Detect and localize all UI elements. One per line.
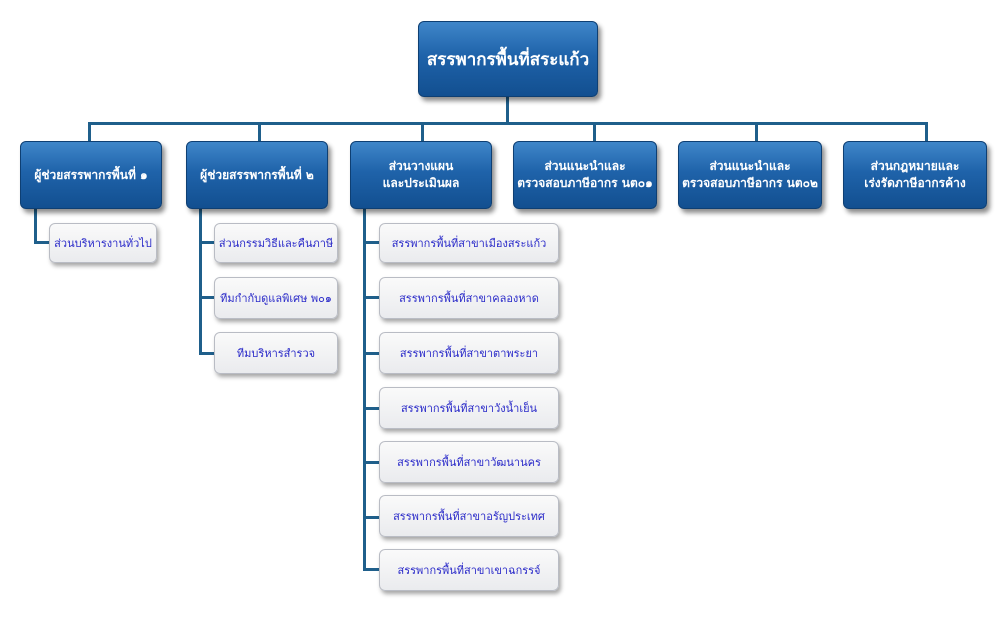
- level1-node-label-line-2: ตรวจสอบภาษีอากร นต๐๑: [517, 176, 653, 190]
- connector-l1-1: [88, 122, 91, 143]
- connector-col2-child-3: [199, 352, 215, 355]
- child-node-label: ทีมบริหารสำรวจ: [236, 347, 316, 360]
- connector-l1-5: [755, 122, 758, 143]
- level1-node-label: ผู้ช่วยสรรพากรพื้นที่ ๑: [34, 167, 148, 182]
- connector-l1-2: [258, 122, 261, 143]
- child-node-branch-mueang-sakaeo: สรรพากรพื้นที่สาขาเมืองสระแก้ว: [379, 223, 559, 263]
- connector-col3-child-5: [363, 461, 380, 464]
- child-node-label: สรรพากรพื้นที่สาขาเขาฉกรรจ์: [397, 564, 541, 577]
- child-node-branch-ta-phraya: สรรพากรพื้นที่สาขาตาพระยา: [379, 332, 559, 374]
- level1-node-audit-01: ส่วนแนะนำและ ตรวจสอบภาษีอากร นต๐๑: [513, 141, 657, 209]
- child-node-branch-khlong-hat: สรรพากรพื้นที่สาขาคลองหาด: [379, 277, 559, 319]
- level1-node-label-line-2: และประเมินผล: [382, 176, 460, 190]
- child-node-survey-team: ทีมบริหารสำรวจ: [214, 332, 338, 374]
- connector-l1-6: [925, 122, 928, 143]
- child-node-label: สรรพากรพื้นที่สาขาวัฒนานคร: [397, 456, 541, 469]
- connector-col3-child-2: [363, 296, 380, 299]
- level1-node-label-line-1: ส่วนกฎหมายและ: [870, 159, 960, 173]
- child-node-label: ทีมกำกับดูแลพิเศษ พ๐๑: [220, 292, 332, 305]
- level1-node-audit-02: ส่วนแนะนำและ ตรวจสอบภาษีอากร นต๐๒: [678, 141, 822, 209]
- connector-l1-4: [593, 122, 596, 143]
- connector-col1-vertical: [34, 205, 37, 243]
- connector-col3-child-7: [363, 568, 380, 571]
- connector-col3-child-4: [363, 407, 380, 410]
- connector-col3-child-3: [363, 352, 380, 355]
- connector-col3-vertical: [363, 205, 366, 570]
- child-node-label: สรรพากรพื้นที่สาขาคลองหาด: [399, 292, 539, 305]
- connector-col3-child-6: [363, 516, 380, 519]
- child-node-general-admin: ส่วนบริหารงานทั่วไป: [49, 223, 157, 263]
- level1-node-assistant-2: ผู้ช่วยสรรพากรพื้นที่ ๒: [186, 141, 328, 209]
- level1-node-planning: ส่วนวางแผน และประเมินผล: [350, 141, 492, 209]
- connector-root-down: [506, 97, 509, 124]
- level1-node-assistant-1: ผู้ช่วยสรรพากรพื้นที่ ๑: [20, 141, 162, 209]
- connector-horizontal-bus: [88, 122, 928, 125]
- child-node-branch-wang-nam-yen: สรรพากรพื้นที่สาขาวังน้ำเย็น: [379, 387, 559, 429]
- connector-col2-child-2: [199, 296, 215, 299]
- child-node-label: ส่วนกรรมวิธีและคืนภาษี: [218, 237, 334, 250]
- level1-node-label: ผู้ช่วยสรรพากรพื้นที่ ๒: [200, 167, 314, 182]
- child-node-branch-watthana-nakhon: สรรพากรพื้นที่สาขาวัฒนานคร: [379, 441, 559, 483]
- level1-node-label-line-2: เร่งรัดภาษีอากรค้าง: [864, 176, 966, 190]
- child-node-label: สรรพากรพื้นที่สาขาวังน้ำเย็น: [400, 402, 538, 415]
- root-node-label: สรรพากรพื้นที่สระแก้ว: [426, 49, 590, 70]
- child-node-label: สรรพากรพื้นที่สาขาตาพระยา: [399, 347, 539, 360]
- connector-l1-3: [421, 122, 424, 143]
- level1-node-label-line-1: ส่วนแนะนำและ: [544, 159, 626, 173]
- child-node-label: สรรพากรพื้นที่สาขาอรัญประเทศ: [393, 510, 545, 523]
- root-node: สรรพากรพื้นที่สระแก้ว: [418, 21, 598, 97]
- connector-col3-child-1: [363, 241, 380, 244]
- child-node-special-team: ทีมกำกับดูแลพิเศษ พ๐๑: [214, 277, 338, 319]
- connector-col2-child-1: [199, 241, 215, 244]
- level1-node-label-line-2: ตรวจสอบภาษีอากร นต๐๒: [682, 176, 818, 190]
- child-node-branch-khao-chakan: สรรพากรพื้นที่สาขาเขาฉกรรจ์: [379, 549, 559, 591]
- level1-node-label-line-1: ส่วนแนะนำและ: [709, 159, 791, 173]
- connector-col2-vertical: [199, 205, 202, 355]
- level1-node-label-line-1: ส่วนวางแผน: [388, 159, 454, 173]
- child-node-process-refund: ส่วนกรรมวิธีและคืนภาษี: [214, 223, 338, 263]
- child-node-branch-aranyaprathet: สรรพากรพื้นที่สาขาอรัญประเทศ: [379, 495, 559, 537]
- level1-node-legal: ส่วนกฎหมายและ เร่งรัดภาษีอากรค้าง: [843, 141, 987, 209]
- child-node-label: สรรพากรพื้นที่สาขาเมืองสระแก้ว: [391, 237, 547, 250]
- child-node-label: ส่วนบริหารงานทั่วไป: [54, 237, 152, 250]
- connector-col1-child-1: [34, 241, 50, 244]
